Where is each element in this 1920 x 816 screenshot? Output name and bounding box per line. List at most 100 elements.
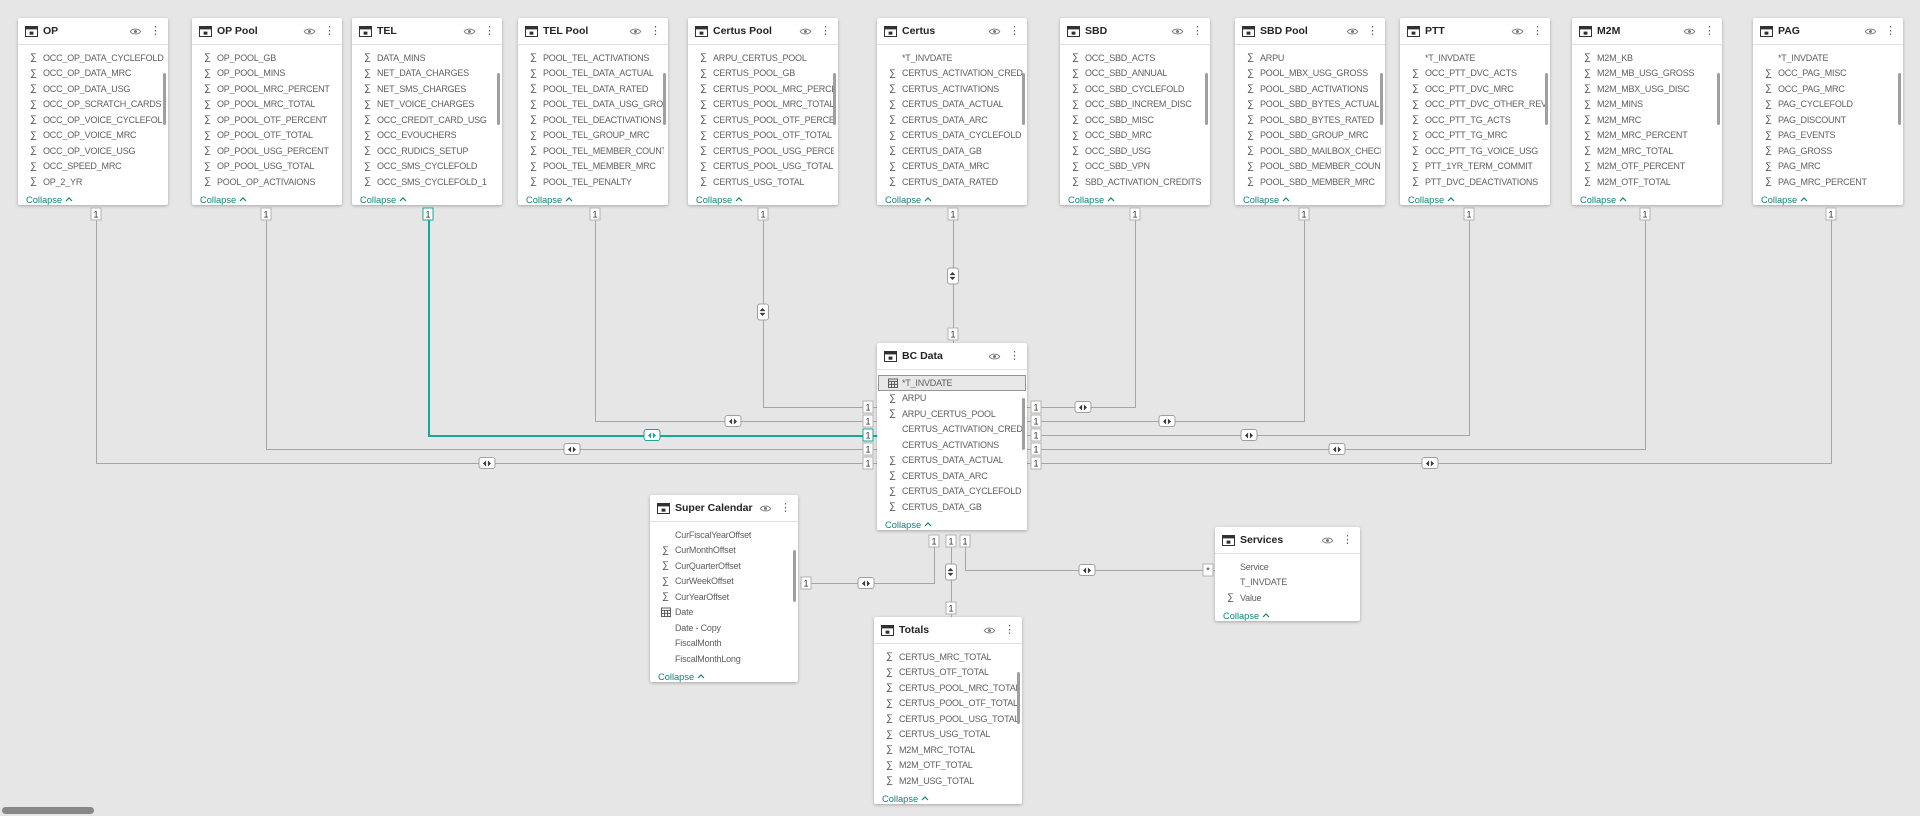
field-row-arpu[interactable]: ∑ARPU (1235, 50, 1385, 66)
field-row-certus-pool-usg-total[interactable]: ∑CERTUS_POOL_USG_TOTAL (688, 159, 838, 175)
field-row-occ-sbd-acts[interactable]: ∑OCC_SBD_ACTS (1060, 50, 1210, 66)
relationship-line-op-pool-to-bc-data[interactable] (266, 208, 267, 450)
cross-filter-direction-icon-op-to-bc-data[interactable] (478, 457, 496, 469)
table-header[interactable]: Certus⋮ (877, 18, 1027, 45)
cross-filter-direction-icon-pag-to-bc-data[interactable] (1421, 457, 1439, 469)
field-row-certus-activation-credits[interactable]: CERTUS_ACTIVATION_CREDITS (877, 422, 1027, 438)
field-row-m2m-mrc-total[interactable]: ∑M2M_MRC_TOTAL (1572, 143, 1722, 159)
table-card-pag[interactable]: PAG⋮*T_INVDATE∑OCC_PAG_MISC∑OCC_PAG_MRC∑… (1753, 18, 1903, 205)
card-vertical-scrollbar[interactable] (833, 73, 836, 125)
relationship-line-m2m-to-bc-data[interactable] (1645, 208, 1646, 450)
cross-filter-direction-icon-certus-to-bc-data[interactable] (947, 267, 959, 285)
more-options-icon[interactable]: ⋮ (324, 24, 335, 37)
field-row-certus-usg-total[interactable]: ∑CERTUS_USG_TOTAL (874, 727, 1022, 743)
table-card-totals[interactable]: Totals⋮∑CERTUS_MRC_TOTAL∑CERTUS_OTF_TOTA… (874, 617, 1022, 804)
eye-icon[interactable] (1171, 27, 1184, 36)
collapse-link[interactable]: Collapse (877, 517, 1027, 530)
table-header[interactable]: OP Pool⋮ (192, 18, 342, 45)
more-options-icon[interactable]: ⋮ (1704, 24, 1715, 37)
card-vertical-scrollbar[interactable] (1380, 73, 1383, 125)
cross-filter-direction-icon-ptt-to-bc-data[interactable] (1240, 429, 1258, 441)
table-header[interactable]: PTT⋮ (1400, 18, 1550, 45)
field-row-certus-pool-mrc-total[interactable]: ∑CERTUS_POOL_MRC_TOTAL (874, 680, 1022, 696)
eye-icon[interactable] (983, 626, 996, 635)
relationship-line-tel-pool-to-bc-data[interactable] (595, 208, 596, 422)
field-row-fiscalmonth[interactable]: FiscalMonth (650, 636, 798, 652)
relationship-line-tel-to-bc-data[interactable] (428, 208, 430, 437)
field-row-certus-data-actual[interactable]: ∑CERTUS_DATA_ACTUAL (877, 97, 1027, 113)
cross-filter-direction-icon-m2m-to-bc-data[interactable] (1328, 443, 1346, 455)
field-row-occ-op-data-mrc[interactable]: ∑OCC_OP_DATA_MRC (18, 66, 168, 82)
field-row-certus-usg-total[interactable]: ∑CERTUS_USG_TOTAL (688, 174, 838, 190)
field-row-pool-tel-data-rated[interactable]: ∑POOL_TEL_DATA_RATED (518, 81, 668, 97)
eye-icon[interactable] (129, 27, 142, 36)
more-options-icon[interactable]: ⋮ (1009, 349, 1020, 362)
collapse-link[interactable]: Collapse (1753, 192, 1903, 205)
table-header[interactable]: SBD Pool⋮ (1235, 18, 1385, 45)
field-row-pool-op-activaions[interactable]: ∑POOL_OP_ACTIVAIONS (192, 174, 342, 190)
field-row-occ-op-voice-cyclefold[interactable]: ∑OCC_OP_VOICE_CYCLEFOLD (18, 112, 168, 128)
collapse-link[interactable]: Collapse (518, 192, 668, 205)
field-row-pag-mrc-percent[interactable]: ∑PAG_MRC_PERCENT (1753, 174, 1903, 190)
table-header[interactable]: TEL Pool⋮ (518, 18, 668, 45)
table-card-ptt[interactable]: PTT⋮*T_INVDATE∑OCC_PTT_DVC_ACTS∑OCC_PTT_… (1400, 18, 1550, 205)
eye-icon[interactable] (1346, 27, 1359, 36)
field-row-certus-data-actual[interactable]: ∑CERTUS_DATA_ACTUAL (877, 453, 1027, 469)
table-header[interactable]: M2M⋮ (1572, 18, 1722, 45)
collapse-link[interactable]: Collapse (1235, 192, 1385, 205)
field-row-op-pool-otf-total[interactable]: ∑OP_POOL_OTF_TOTAL (192, 128, 342, 144)
field-row-occ-sbd-vpn[interactable]: ∑OCC_SBD_VPN (1060, 159, 1210, 175)
collapse-link[interactable]: Collapse (874, 791, 1022, 804)
field-row-certus-pool-usg-total[interactable]: ∑CERTUS_POOL_USG_TOTAL (874, 711, 1022, 727)
table-header[interactable]: PAG⋮ (1753, 18, 1903, 45)
table-card-tel[interactable]: TEL⋮∑DATA_MINS∑NET_DATA_CHARGES∑NET_SMS_… (352, 18, 502, 205)
table-card-op[interactable]: OP⋮∑OCC_OP_DATA_CYCLEFOLD∑OCC_OP_DATA_MR… (18, 18, 168, 205)
field-row-m2m-kb[interactable]: ∑M2M_KB (1572, 50, 1722, 66)
table-header[interactable]: Totals⋮ (874, 617, 1022, 644)
table-card-op-pool[interactable]: OP Pool⋮∑OP_POOL_GB∑OP_POOL_MINS∑OP_POOL… (192, 18, 342, 205)
more-options-icon[interactable]: ⋮ (1367, 24, 1378, 37)
field-row-certus-data-arc[interactable]: ∑CERTUS_DATA_ARC (877, 468, 1027, 484)
field-row-pool-mbx-usg-gross[interactable]: ∑POOL_MBX_USG_GROSS (1235, 66, 1385, 82)
field-row-occ-sbd-misc[interactable]: ∑OCC_SBD_MISC (1060, 112, 1210, 128)
field-row-net-sms-charges[interactable]: ∑NET_SMS_CHARGES (352, 81, 502, 97)
collapse-link[interactable]: Collapse (688, 192, 838, 205)
field-row-certus-pool-mrc-percent[interactable]: ∑CERTUS_POOL_MRC_PERCENT (688, 81, 838, 97)
table-card-sbd[interactable]: SBD⋮∑OCC_SBD_ACTS∑OCC_SBD_ANNUAL∑OCC_SBD… (1060, 18, 1210, 205)
field-row-occ-sms-cyclefold-1[interactable]: ∑OCC_SMS_CYCLEFOLD_1 (352, 174, 502, 190)
field-row-occ-ptt-tg-voice-usg[interactable]: ∑OCC_PTT_TG_VOICE_USG (1400, 143, 1550, 159)
table-card-tel-pool[interactable]: TEL Pool⋮∑POOL_TEL_ACTIVATIONS∑POOL_TEL_… (518, 18, 668, 205)
field-row-m2m-otf-total[interactable]: ∑M2M_OTF_TOTAL (874, 758, 1022, 774)
collapse-link[interactable]: Collapse (877, 192, 1027, 205)
field-row-certus-pool-gb[interactable]: ∑CERTUS_POOL_GB (688, 66, 838, 82)
field-row-m2m-mrc-total[interactable]: ∑M2M_MRC_TOTAL (874, 742, 1022, 758)
relationship-line-pag-to-bc-data[interactable] (1831, 208, 1832, 464)
field-row-m2m-usg-total[interactable]: ∑M2M_USG_TOTAL (874, 773, 1022, 789)
field-row-m2m-mbx-usg-disc[interactable]: ∑M2M_MBX_USG_DISC (1572, 81, 1722, 97)
collapse-link[interactable]: Collapse (1215, 608, 1360, 621)
relationship-line-sbd-pool-to-bc-data[interactable] (1304, 208, 1305, 422)
field-row-t-invdate[interactable]: T_INVDATE (1215, 575, 1360, 591)
relationship-line-ptt-to-bc-data[interactable] (1469, 208, 1470, 436)
card-vertical-scrollbar[interactable] (497, 73, 500, 125)
more-options-icon[interactable]: ⋮ (780, 501, 791, 514)
table-card-m2m[interactable]: M2M⋮∑M2M_KB∑M2M_MB_USG_GROSS∑M2M_MBX_USG… (1572, 18, 1722, 205)
field-row-certus-pool-mrc-total[interactable]: ∑CERTUS_POOL_MRC_TOTAL (688, 97, 838, 113)
field-row-op-pool-gb[interactable]: ∑OP_POOL_GB (192, 50, 342, 66)
table-card-certus[interactable]: Certus⋮*T_INVDATE∑CERTUS_ACTIVATION_CRED… (877, 18, 1027, 205)
cross-filter-direction-icon-op-pool-to-bc-data[interactable] (563, 443, 581, 455)
field-row-pool-sbd-activations[interactable]: ∑POOL_SBD_ACTIVATIONS (1235, 81, 1385, 97)
field-row-op-pool-mrc-percent[interactable]: ∑OP_POOL_MRC_PERCENT (192, 81, 342, 97)
field-row-occ-op-scratch-cards[interactable]: ∑OCC_OP_SCRATCH_CARDS (18, 97, 168, 113)
field-row-certus-data-gb[interactable]: ∑CERTUS_DATA_GB (877, 499, 1027, 515)
field-row-occ-ptt-tg-acts[interactable]: ∑OCC_PTT_TG_ACTS (1400, 112, 1550, 128)
card-vertical-scrollbar[interactable] (163, 73, 166, 125)
more-options-icon[interactable]: ⋮ (1192, 24, 1203, 37)
more-options-icon[interactable]: ⋮ (650, 24, 661, 37)
field-row-t-invdate[interactable]: *T_INVDATE (1400, 50, 1550, 66)
field-row-pag-mrc[interactable]: ∑PAG_MRC (1753, 159, 1903, 175)
field-row-op-pool-mins[interactable]: ∑OP_POOL_MINS (192, 66, 342, 82)
table-header[interactable]: TEL⋮ (352, 18, 502, 45)
field-row-occ-ptt-tg-mrc[interactable]: ∑OCC_PTT_TG_MRC (1400, 128, 1550, 144)
